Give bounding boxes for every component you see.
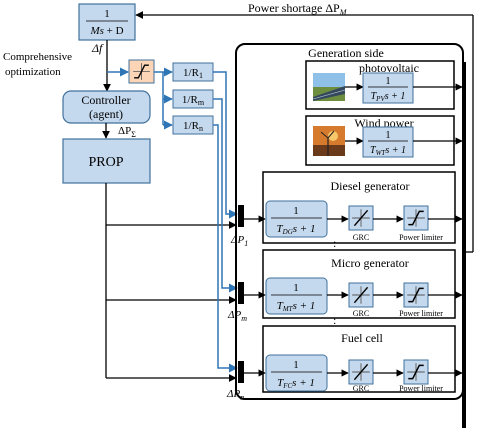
plant-transfer-block (78, 3, 136, 41)
dg-numerator: 1 (293, 205, 299, 217)
pv-numerator: 1 (386, 76, 391, 87)
comprehensive-optimization-label-2: optimization (5, 66, 61, 78)
diesel-generator-title: Diesel generator (331, 179, 410, 193)
plant-numerator: 1 (104, 8, 110, 20)
mt-transfer-block (265, 277, 328, 315)
ellipsis-1: : (333, 236, 336, 250)
power-shortage-label: Power shortage ΔPM (248, 1, 348, 17)
delta-pn-label: ΔPn (226, 388, 244, 402)
prop-label: PROP (88, 155, 123, 170)
wt-denominator: TWTs + 1 (370, 145, 406, 157)
micro-summing-bar (238, 282, 244, 304)
fc-grc-label: GRC (353, 384, 369, 393)
mt-numerator: 1 (293, 282, 299, 294)
fc-numerator: 1 (293, 359, 299, 371)
output-summing-bus (462, 62, 466, 428)
photovoltaic-title: photovoltaic (359, 61, 419, 75)
dg-denominator: TDGs + 1 (277, 223, 316, 236)
droop-label-r1: 1/R1 (183, 67, 203, 80)
delta-pm-label: ΔPm (227, 309, 247, 323)
micro-generator-title: Micro generator (331, 256, 409, 270)
delta-f-label: Δf (91, 41, 104, 55)
wind-turbine-image (313, 126, 345, 156)
wt-transfer-block (362, 126, 414, 158)
dg-limiter-label: Power limiter (399, 233, 443, 242)
dg-grc-label: GRC (353, 233, 369, 242)
fuel-cell-title: Fuel cell (341, 331, 383, 345)
wt-numerator: 1 (386, 130, 391, 141)
prop-block (62, 138, 151, 184)
pv-denominator: TPVs + 1 (371, 91, 406, 103)
droop-label-rm: 1/Rm (182, 94, 205, 107)
droop-label-rn: 1/Rn (183, 120, 203, 133)
ellipsis-2: : (333, 313, 336, 327)
delta-p-sigma-label: ΔPΣ (118, 125, 136, 139)
controller-label-1: Controller (81, 93, 130, 107)
diesel-summing-bar (238, 205, 244, 227)
mt-denominator: TMTs + 1 (277, 300, 316, 313)
mt-grc-label: GRC (353, 309, 369, 318)
mt-limiter-label: Power limiter (399, 309, 443, 318)
photovoltaic-image (312, 73, 346, 101)
delta-p1-label: ΔP1 (230, 234, 248, 248)
fc-limiter-label: Power limiter (399, 384, 443, 393)
fc-denominator: TFCs + 1 (277, 377, 315, 390)
controller-label-2: (agent) (89, 107, 123, 121)
fuel-cell-summing-bar (238, 361, 244, 383)
plant-denominator: Ms + D (89, 25, 123, 37)
comprehensive-optimization-label-1: Comprehensive (3, 51, 72, 63)
generation-side-title: Generation side (308, 46, 384, 60)
pv-transfer-block (362, 72, 414, 104)
